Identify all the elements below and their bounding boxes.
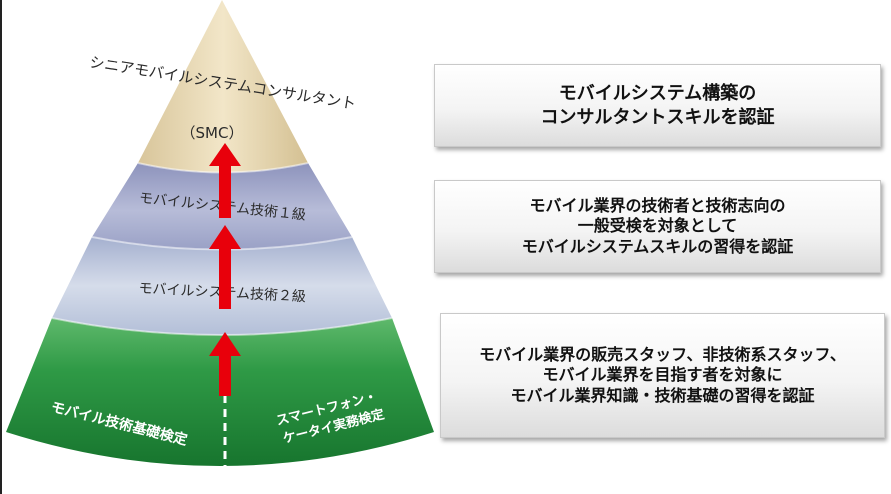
description-box-middle: モバイル業界の技術者と技術志向の 一般受検を対象として モバイルシステムスキルの…	[434, 180, 881, 273]
tier-top-abbr: （SMC）	[181, 124, 244, 142]
description-middle-text: モバイル業界の技術者と技術志向の 一般受検を対象として モバイルシステムスキルの…	[521, 195, 794, 256]
arrow-up-1-icon	[209, 143, 241, 218]
description-top-text: モバイルシステム構築の コンサルタントスキルを認証	[540, 83, 775, 128]
tier-top-shape	[138, 0, 308, 173]
left-border-line	[0, 0, 2, 494]
description-bottom-text: モバイル業界の販売スタッフ、非技術系スタッフ、 モバイル業界を目指す者を対象に …	[479, 344, 846, 405]
certification-pyramid: シニアモバイルシステムコンサルタント （SMC） モバイルシステム技術１級 モバ…	[6, 0, 434, 492]
arrow-up-3-icon	[209, 332, 241, 396]
description-box-bottom: モバイル業界の販売スタッフ、非技術系スタッフ、 モバイル業界を目指す者を対象に …	[440, 313, 885, 438]
description-box-top: モバイルシステム構築の コンサルタントスキルを認証	[434, 64, 881, 147]
arrow-up-2-icon	[209, 225, 241, 309]
